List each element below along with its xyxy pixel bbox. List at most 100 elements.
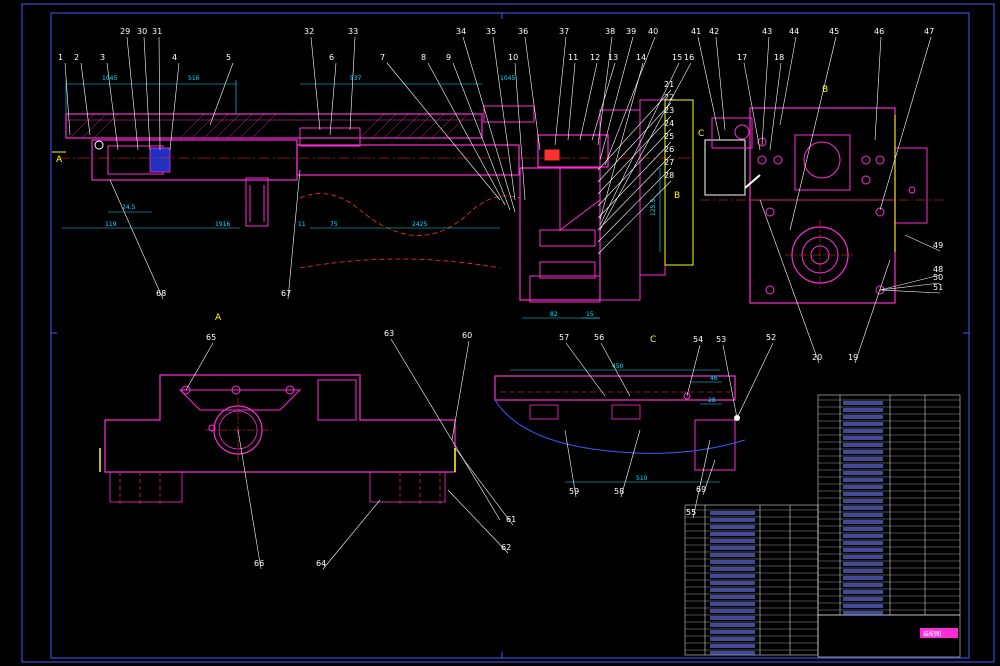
support-bracket [245, 177, 269, 227]
leader-line-37 [554, 36, 567, 146]
balloon-64: 64 [316, 559, 326, 568]
gearbox-housing [537, 134, 609, 168]
dim-537: 537 [350, 75, 362, 82]
view-a-body [104, 374, 456, 473]
balloon-29: 29 [120, 27, 130, 36]
balloon-65: 65 [206, 333, 216, 342]
balloon-17: 17 [737, 53, 747, 62]
balloon-55: 55 [686, 508, 696, 517]
leader-line-10 [514, 62, 526, 201]
dim-119: 119 [105, 221, 117, 228]
leader-line-2 [80, 62, 91, 136]
balloon-63: 63 [384, 329, 394, 338]
leader-line-19 [854, 259, 891, 364]
balloon-60: 60 [462, 331, 472, 340]
balloon-59: 59 [569, 487, 579, 496]
leader-line-60 [451, 340, 470, 441]
balloon-44: 44 [789, 27, 799, 36]
leader-line-6 [329, 62, 337, 136]
leader-line-56 [600, 342, 631, 397]
bearing-upper [539, 229, 596, 247]
leader-line-39 [599, 36, 634, 161]
fitting-circle [94, 140, 104, 150]
balloon-31: 31 [152, 27, 162, 36]
balloon-20: 20 [812, 353, 822, 362]
balloon-5: 5 [226, 53, 231, 62]
view-c-rail [494, 375, 736, 401]
balloon-22: 22 [664, 93, 674, 102]
leader-line-49 [904, 234, 941, 252]
dim-15: 15 [586, 311, 594, 318]
balloon-16: 16 [684, 53, 694, 62]
leader-line-58 [620, 429, 641, 498]
bolt-holes-gearbox [757, 137, 916, 295]
leader-line-8 [427, 62, 506, 206]
leader-line-43 [761, 36, 770, 146]
view-a-bolts [181, 385, 295, 432]
balloon-4: 4 [172, 53, 177, 62]
balloon-41: 41 [691, 27, 701, 36]
bom-rows [685, 399, 960, 655]
dim-75: 75 [330, 221, 338, 228]
balloon-39: 39 [626, 27, 636, 36]
leader-line-41 [697, 36, 721, 141]
leader-line-55 [692, 439, 711, 519]
balloon-56: 56 [594, 333, 604, 342]
hidden-base-contour [299, 193, 521, 236]
leader-line-44 [779, 36, 797, 126]
mount-plate [664, 99, 694, 266]
balloon-52: 52 [766, 333, 776, 342]
leader-line-52 [736, 342, 774, 419]
leader-line-69 [702, 459, 716, 496]
balloon-62: 62 [501, 543, 511, 552]
balloon-7: 7 [380, 53, 385, 62]
leader-line-63 [390, 338, 501, 521]
balloon-2: 2 [74, 53, 79, 62]
balloon-33: 33 [348, 27, 358, 36]
leader-line-29 [126, 36, 139, 151]
leader-line-38 [597, 36, 613, 146]
balloon-38: 38 [605, 27, 615, 36]
leader-line-1 [64, 62, 71, 136]
balloon-28: 28 [664, 171, 674, 180]
leader-line-5 [209, 62, 234, 126]
leader-line-12 [579, 62, 598, 141]
section-b-mark: B [674, 191, 680, 201]
dim-516: 516 [188, 75, 200, 82]
balloon-30: 30 [137, 27, 147, 36]
balloon-9: 9 [446, 53, 451, 62]
balloon-25: 25 [664, 132, 674, 141]
balloon-15: 15 [672, 53, 682, 62]
dim-46: 46 [710, 375, 718, 382]
flange-top [483, 105, 535, 123]
balloon-58: 58 [614, 487, 624, 496]
balloon-19: 19 [848, 353, 858, 362]
section-b-right: B [822, 85, 828, 95]
balloon-3: 3 [100, 53, 105, 62]
leader-line-66 [237, 429, 262, 570]
rod-guide [299, 127, 361, 147]
balloon-61: 61 [506, 515, 516, 524]
balloon-35: 35 [486, 27, 496, 36]
leader-line-22 [597, 102, 672, 183]
balloon-23: 23 [664, 106, 674, 115]
piston-seal [149, 147, 171, 173]
balloon-40: 40 [648, 27, 658, 36]
section-a-left: A [56, 155, 63, 165]
leader-line-4 [169, 62, 180, 151]
leader-line-53 [722, 344, 738, 419]
balloon-42: 42 [709, 27, 719, 36]
section-c-title: C [650, 335, 656, 345]
end-bracket [894, 147, 928, 224]
balloon-68: 68 [156, 289, 166, 298]
dim-1045-top: 1045 [102, 75, 117, 82]
leader-line-67 [287, 169, 301, 300]
leader-line-3 [106, 62, 119, 151]
outer-border [21, 3, 995, 663]
view-c-curve [494, 399, 746, 454]
dim-510: 510 [636, 475, 648, 482]
view-c-section: 450 46 28 510 [494, 363, 746, 483]
